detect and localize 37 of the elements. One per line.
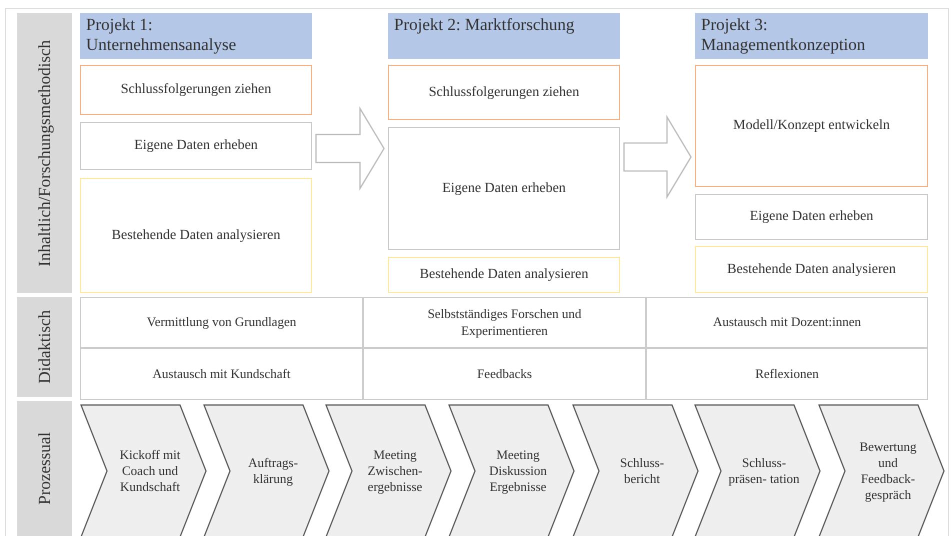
chevron-step: [818, 404, 946, 536]
chevron-step: [572, 404, 700, 536]
step-label: Schluss- bericht: [618, 454, 666, 488]
task-box: Schlussfolgerungen ziehen: [80, 65, 312, 115]
task-box: Schlussfolgerungen ziehen: [388, 65, 620, 120]
table-cell: Reflexionen: [646, 348, 928, 400]
block-arrow: [315, 106, 385, 191]
step-label: Bewertung und Feedback- gespräch: [858, 438, 918, 504]
row-header: Inhaltlich/Forschungsmethodisch: [17, 13, 72, 293]
chevron-step: [80, 404, 208, 536]
step-label: Meeting Diskussion Ergebnisse: [488, 446, 548, 496]
step-label: Meeting Zwischen- ergebnisse: [366, 446, 424, 496]
chevron-step: [448, 404, 576, 536]
table-cell: Selbstständiges Forschen und Experimentieren: [363, 297, 646, 348]
project-header: Projekt 1: Unternehmensanalyse: [80, 13, 312, 59]
step-label: Auftrags- klärung: [247, 454, 299, 488]
task-box: Bestehende Daten analysieren: [695, 246, 928, 293]
step-label: Schluss- präsen- tation: [728, 454, 800, 488]
chevron-step: [694, 404, 822, 536]
task-box: Eigene Daten erheben: [388, 127, 620, 250]
row-header: Didaktisch: [17, 297, 72, 397]
task-box: Modell/Konzept entwickeln: [695, 65, 928, 187]
table-cell: Austausch mit Dozent:innen: [646, 297, 928, 348]
task-box: Eigene Daten erheben: [80, 122, 312, 170]
project-header: Projekt 2: Marktforschung: [388, 13, 620, 59]
task-box: Bestehende Daten analysieren: [388, 257, 620, 293]
project-header: Projekt 3: Managementkonzeption: [695, 13, 928, 59]
step-label: Kickoff mit Coach und Kundschaft: [118, 446, 182, 496]
task-box: Eigene Daten erheben: [695, 194, 928, 240]
task-box: Bestehende Daten analysieren: [80, 178, 312, 293]
chevron-step: [203, 404, 331, 536]
row-header: Prozessual: [17, 401, 72, 536]
block-arrow: [623, 114, 692, 200]
table-cell: Feedbacks: [363, 348, 646, 400]
chevron-step: [325, 404, 453, 536]
table-cell: Vermittlung von Grundlagen: [80, 297, 363, 348]
table-cell: Austausch mit Kundschaft: [80, 348, 363, 400]
